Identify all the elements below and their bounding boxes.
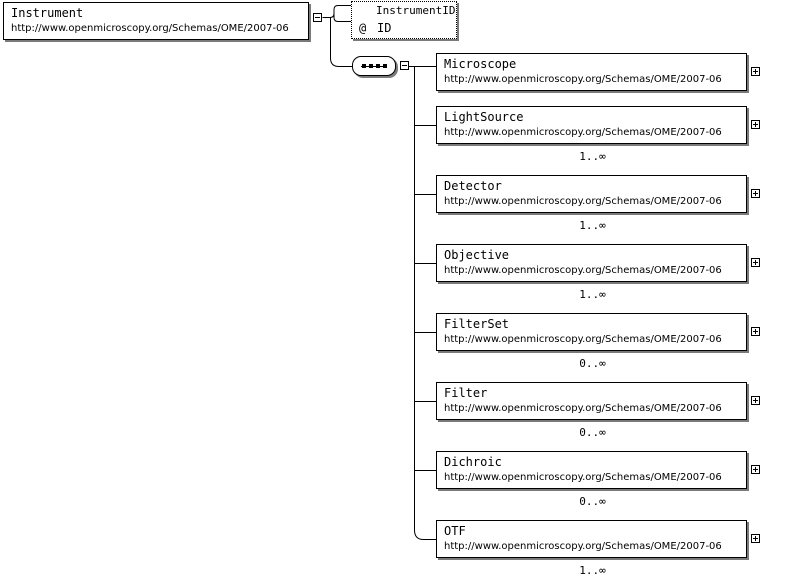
- cardinality-label: 0..∞: [579, 495, 606, 508]
- expand-icon[interactable]: [751, 67, 760, 76]
- cardinality-label: 1..∞: [579, 564, 606, 577]
- element-detector[interactable]: Detector http://www.openmicroscopy.org/Sc…: [436, 175, 747, 213]
- element-name: LightSource: [444, 110, 524, 124]
- element-instrument[interactable]: Instrument http://www.openmicroscopy.org…: [3, 2, 309, 40]
- element-namespace: http://www.openmicroscopy.org/Schemas/OM…: [444, 472, 722, 483]
- element-name: FilterSet: [444, 317, 510, 331]
- attribute-name: ID: [377, 21, 392, 35]
- element-otf[interactable]: OTF http://www.openmicroscopy.org/Schemas…: [436, 520, 747, 558]
- element-name: OTF: [444, 524, 466, 538]
- sequence-dot: [369, 64, 373, 68]
- expand-icon[interactable]: [751, 120, 760, 129]
- element-name: Instrument: [11, 6, 84, 20]
- collapse-icon[interactable]: [313, 13, 322, 22]
- element-filterset[interactable]: FilterSet http://www.openmicroscopy.org/S…: [436, 313, 747, 351]
- element-dichroic[interactable]: Dichroic http://www.openmicroscopy.org/Sc…: [436, 451, 747, 489]
- cardinality-label: 0..∞: [579, 357, 606, 370]
- expand-icon[interactable]: [751, 465, 760, 474]
- element-namespace: http://www.openmicroscopy.org/Schemas/OM…: [11, 23, 289, 34]
- element-name: Detector: [444, 179, 502, 193]
- element-name: Dichroic: [444, 455, 502, 469]
- cardinality-label: 1..∞: [579, 150, 606, 163]
- element-name: Filter: [444, 386, 488, 400]
- attribute-at-icon: @: [359, 21, 367, 35]
- element-lightsource[interactable]: LightSource http://www.openmicroscopy.org…: [436, 106, 747, 144]
- expand-icon[interactable]: [751, 534, 760, 543]
- element-namespace: http://www.openmicroscopy.org/Schemas/OM…: [444, 334, 722, 345]
- sequence-dot: [376, 64, 380, 68]
- element-namespace: http://www.openmicroscopy.org/Schemas/OM…: [444, 196, 722, 207]
- connector-curve: [333, 13, 351, 22]
- sequence-line: [361, 66, 387, 67]
- expand-icon[interactable]: [751, 258, 760, 267]
- sequence-dot: [362, 64, 366, 68]
- expand-icon[interactable]: [751, 189, 760, 198]
- cardinality-label: 1..∞: [579, 288, 606, 301]
- element-namespace: http://www.openmicroscopy.org/Schemas/OM…: [444, 541, 722, 552]
- expand-icon[interactable]: [751, 327, 760, 336]
- connector-curve: [322, 17, 352, 67]
- cardinality-label: 0..∞: [579, 426, 606, 439]
- connector-curve: [322, 5, 351, 18]
- expand-icon[interactable]: [751, 396, 760, 405]
- attribute-group-title: InstrumentID: [376, 4, 456, 17]
- connector-curve: [414, 529, 436, 540]
- cardinality-label: 1..∞: [579, 219, 606, 232]
- sequence-dot: [383, 64, 387, 68]
- collapse-icon[interactable]: [400, 61, 409, 70]
- attribute-group-instrumentid[interactable]: InstrumentID @ ID: [351, 1, 457, 39]
- element-namespace: http://www.openmicroscopy.org/Schemas/OM…: [444, 265, 722, 276]
- element-namespace: http://www.openmicroscopy.org/Schemas/OM…: [444, 403, 722, 414]
- sequence-compositor[interactable]: [352, 56, 396, 76]
- element-name: Microscope: [444, 57, 517, 71]
- element-namespace: http://www.openmicroscopy.org/Schemas/OM…: [444, 74, 722, 85]
- element-name: Objective: [444, 248, 510, 262]
- element-microscope[interactable]: Microscope http://www.openmicroscopy.org/…: [436, 53, 747, 91]
- element-filter[interactable]: Filter http://www.openmicroscopy.org/Sche…: [436, 382, 747, 420]
- element-namespace: http://www.openmicroscopy.org/Schemas/OM…: [444, 127, 722, 138]
- element-objective[interactable]: Objective http://www.openmicroscopy.org/S…: [436, 244, 747, 282]
